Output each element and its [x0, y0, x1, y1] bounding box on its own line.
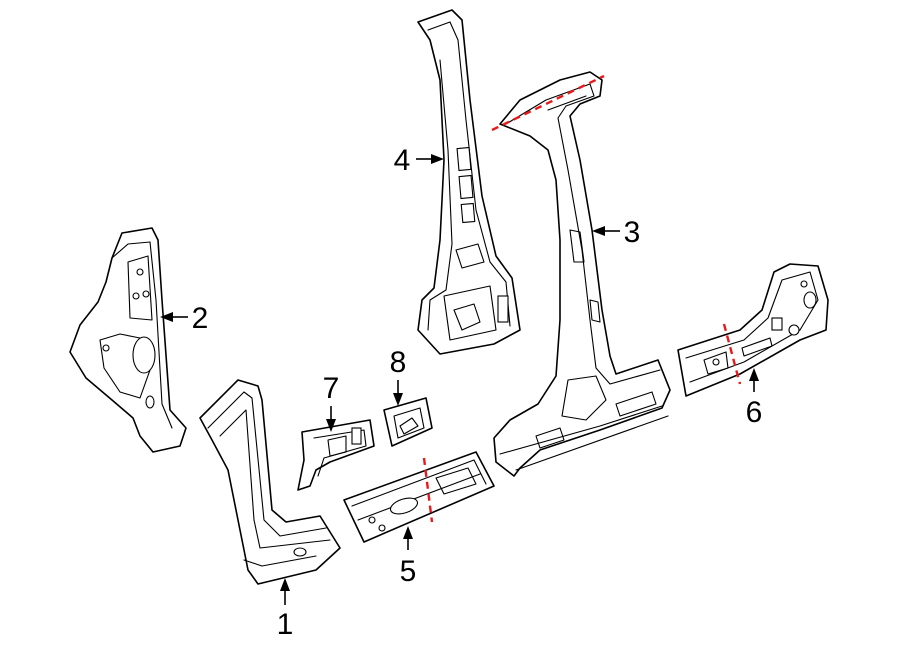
callout-3: 3: [624, 216, 641, 249]
part-7-bracket[interactable]: [297, 419, 375, 491]
callout-2: 2: [192, 302, 209, 335]
part-2-hinge-pillar-reinforcement[interactable]: [69, 227, 187, 453]
part-4-center-pillar-inner[interactable]: [417, 9, 521, 355]
callout-6: 6: [746, 396, 763, 429]
cut-line-part-6: [722, 323, 742, 385]
callout-7: 7: [323, 372, 340, 405]
cut-line-part-5: [422, 457, 434, 523]
leader-5: [403, 526, 413, 550]
part-5-rocker-reinforcement[interactable]: [343, 451, 495, 543]
leader-7: [326, 406, 336, 432]
leader-4: [416, 154, 444, 164]
part-6-rear-rocker-reinforcement[interactable]: [677, 263, 829, 397]
callout-4: 4: [394, 144, 411, 177]
leader-6: [749, 368, 759, 392]
part-3-center-pillar-outer[interactable]: [493, 71, 671, 477]
cut-line-part-3-top: [491, 74, 605, 132]
leader-2: [160, 312, 188, 322]
leader-3: [592, 226, 620, 236]
callout-1: 1: [277, 608, 294, 641]
callout-5: 5: [400, 555, 417, 588]
leader-1: [280, 578, 290, 605]
part-1-lower-hinge-pillar[interactable]: [199, 379, 341, 585]
leader-8: [393, 380, 403, 406]
part-8-reinforcement[interactable]: [383, 397, 433, 447]
callout-8: 8: [390, 346, 407, 379]
